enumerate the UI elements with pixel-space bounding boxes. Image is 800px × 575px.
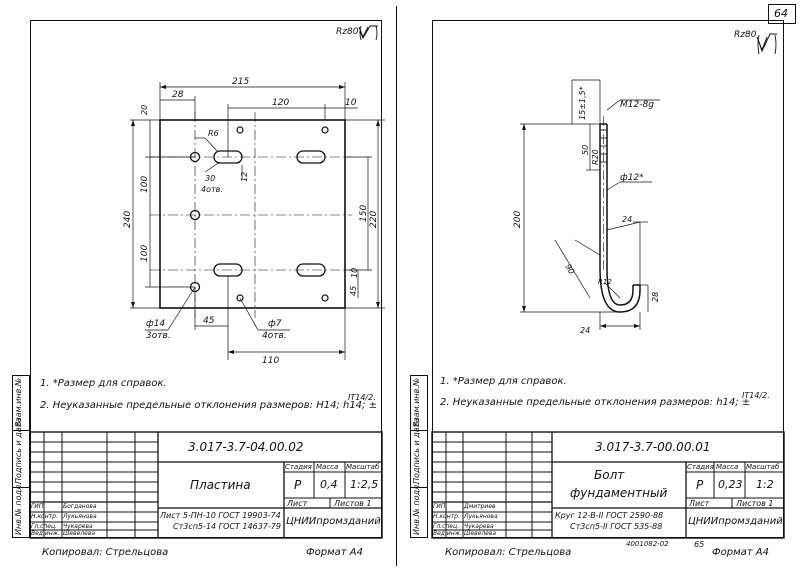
dim-45-bottom: 45 — [203, 316, 215, 326]
right-copied-by: Копировал: Стрельцова — [445, 547, 572, 558]
dim-150: 150 — [359, 205, 369, 222]
dim-50: 50 — [581, 145, 590, 155]
right-stage-header: Стадия — [687, 463, 714, 471]
dim-phi12: ф12* — [620, 173, 644, 183]
left-note-2-fraction: IT14/2. — [348, 393, 376, 402]
page-number: 64 — [774, 7, 788, 20]
left-part-name: Пластина — [190, 478, 251, 492]
dim-15: 15±1,5* — [578, 86, 587, 120]
left-designation: 3.017-3.7-04.00.02 — [188, 440, 304, 454]
dim-12: 12 — [240, 172, 249, 182]
page-number-box: 64 — [768, 4, 796, 24]
right-note-2: 2. Неуказанные предельные отклонения раз… — [440, 397, 751, 408]
left-staff-name-1: Богданова — [63, 503, 97, 510]
dim-200: 200 — [513, 211, 523, 228]
dim-phi7: ф7 — [268, 319, 282, 329]
right-format: Формат А4 — [712, 547, 769, 558]
dim-phi14: ф14 — [146, 319, 165, 329]
left-org: ЦНИИпромзданий — [286, 516, 381, 527]
dim-45-right: 45 — [349, 286, 358, 296]
left-scale-header: Масштаб — [346, 463, 380, 471]
dim-100-lower: 100 — [140, 245, 150, 262]
left-staff-role-2: Н.контр. — [31, 513, 58, 520]
holes-3: 3отв. — [146, 331, 171, 341]
left-material-1: Лист 5-ПН-10 ГОСТ 19903-74 — [160, 511, 281, 520]
left-sheets-label: Листов 1 — [334, 499, 372, 508]
right-org: ЦНИИпромзданий — [688, 516, 783, 527]
right-note-2-fraction: IT14/2. — [742, 391, 770, 400]
left-mass: 0,4 — [320, 478, 338, 491]
right-material-2: Ст3сп5-II ГОСТ 535-88 — [570, 522, 663, 531]
dim-thread-m12: М12-8g — [620, 100, 654, 110]
dim-r6: R6 — [208, 129, 219, 138]
left-format: Формат А4 — [306, 547, 363, 558]
dim-220: 220 — [369, 211, 379, 228]
left-sheet-label: Лист — [287, 499, 308, 508]
right-note-1: 1. *Размер для справок. — [440, 376, 567, 387]
left-staff-name-3: Чукарева — [63, 523, 93, 530]
holes-4-lower: 4отв. — [262, 331, 287, 341]
left-material-2: Ст3сп5-14 ГОСТ 14637-79 — [173, 522, 281, 531]
dim-90: 90 — [563, 263, 576, 276]
right-stage: Р — [696, 478, 704, 492]
dim-215: 215 — [232, 77, 249, 87]
right-staff-role-3: Гл.спец. — [433, 523, 459, 530]
left-staff-role-3: Гл.спец. — [31, 523, 57, 530]
left-note-1: 1. *Размер для справок. — [40, 378, 167, 389]
left-mass-header: Масса — [316, 463, 339, 471]
left-staff-role-4: Вед.инж. — [31, 530, 60, 537]
right-staff-name-2: Лукьянова — [464, 513, 498, 520]
right-staff-name-1: Дмитриев — [464, 503, 496, 510]
dim-30: 30 — [205, 174, 215, 183]
dim-28: 28 — [172, 90, 184, 100]
right-mass: 0,23 — [718, 478, 743, 491]
left-copied-by: Копировал: Стрельцова — [42, 547, 169, 558]
dim-r20: R20 — [591, 149, 600, 165]
dim-100-upper: 100 — [140, 176, 150, 193]
right-staff-role-2: Н.контр. — [433, 513, 460, 520]
dim-24-upper: 24 — [622, 215, 632, 224]
left-staff-name-2: Лукьянова — [63, 513, 97, 520]
dim-10-top: 10 — [345, 98, 357, 108]
right-designation: 3.017-3.7-00.00.01 — [595, 440, 711, 454]
right-part-name-1: Болт — [594, 468, 625, 482]
right-staff-role-4: Вед.инж. — [433, 530, 462, 537]
sheet-divider — [396, 6, 397, 566]
dim-24-bottom: 24 — [580, 326, 590, 335]
dim-10-right: 10 — [350, 268, 359, 278]
left-stage-header: Стадия — [285, 463, 312, 471]
left-roughness: Rz80 — [336, 27, 359, 37]
dim-120: 120 — [272, 98, 289, 108]
right-roughness: Rz80 — [734, 30, 757, 40]
right-roughness-mark — [756, 33, 777, 55]
left-note-2: 2. Неуказанные предельные отклонения раз… — [40, 400, 377, 411]
dim-110: 110 — [262, 356, 279, 366]
left-staff-name-4: Шевелёва — [63, 530, 96, 537]
right-scale-header: Масштаб — [746, 463, 780, 471]
left-roughness-mark — [358, 25, 378, 41]
left-stage: Р — [294, 478, 302, 492]
dim-20: 20 — [140, 105, 149, 115]
right-sheet-label: Лист — [689, 499, 710, 508]
right-staff-name-3: Чукарева — [464, 523, 494, 530]
right-archive-number: 4001082-02 — [626, 540, 669, 548]
dim-r12: R12 — [598, 278, 612, 286]
right-scale: 1:2 — [756, 478, 774, 491]
left-scale: 1:2,5 — [350, 478, 379, 491]
right-material-1: Круг 12-В-II ГОСТ 2590-88 — [555, 511, 664, 520]
right-staff-name-4: Шевелёва — [464, 530, 497, 537]
holes-4-upper: 4отв. — [201, 185, 223, 194]
right-sheets-label: Листов 1 — [736, 499, 774, 508]
right-mass-header: Масса — [716, 463, 739, 471]
dim-240: 240 — [123, 211, 133, 228]
left-staff-role-1: ГИП — [31, 503, 44, 510]
right-page-65: 65 — [694, 540, 705, 549]
right-part-name-2: фундаментный — [570, 486, 668, 500]
dim-28-right: 28 — [651, 292, 660, 302]
right-staff-role-1: ГИП — [433, 503, 446, 510]
